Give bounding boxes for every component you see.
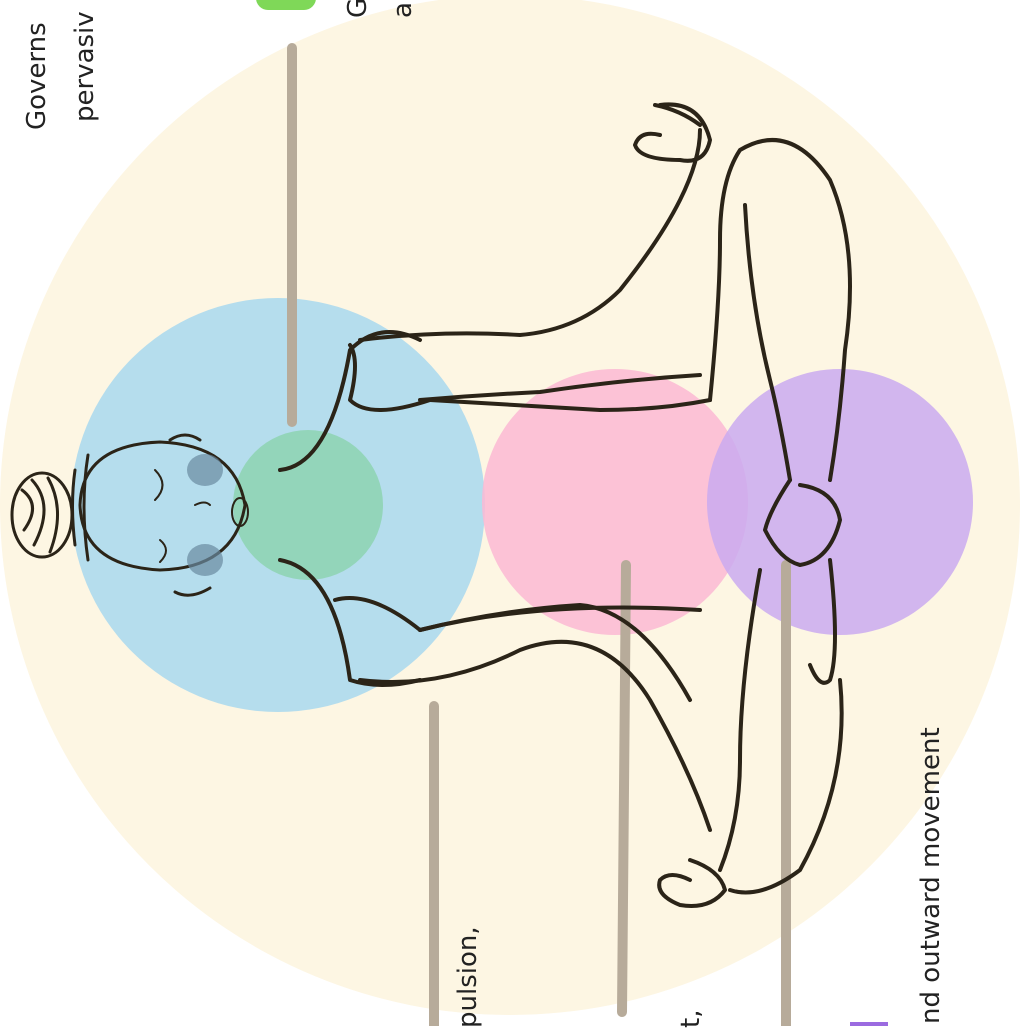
label-green-g: G [343,0,373,18]
label-pervasive: pervasiv [70,11,100,122]
label-t-comma: t, [676,1009,706,1028]
throat-circle [233,430,383,580]
label-green-a: a [388,2,418,18]
eye-blob-top [187,454,223,486]
label-pulsion: pulsion, [453,926,483,1028]
label-governs: Governs [22,22,52,130]
pelvis-circle [707,369,973,635]
green-swatch [256,0,316,10]
figure-outline [10,102,852,908]
chest-circle [482,369,748,635]
eye-blob-bottom [187,544,223,576]
leader-line-chest [617,560,631,1017]
label-outward-movement: nd outward movement [916,727,946,1024]
purple-swatch [850,1022,888,1030]
